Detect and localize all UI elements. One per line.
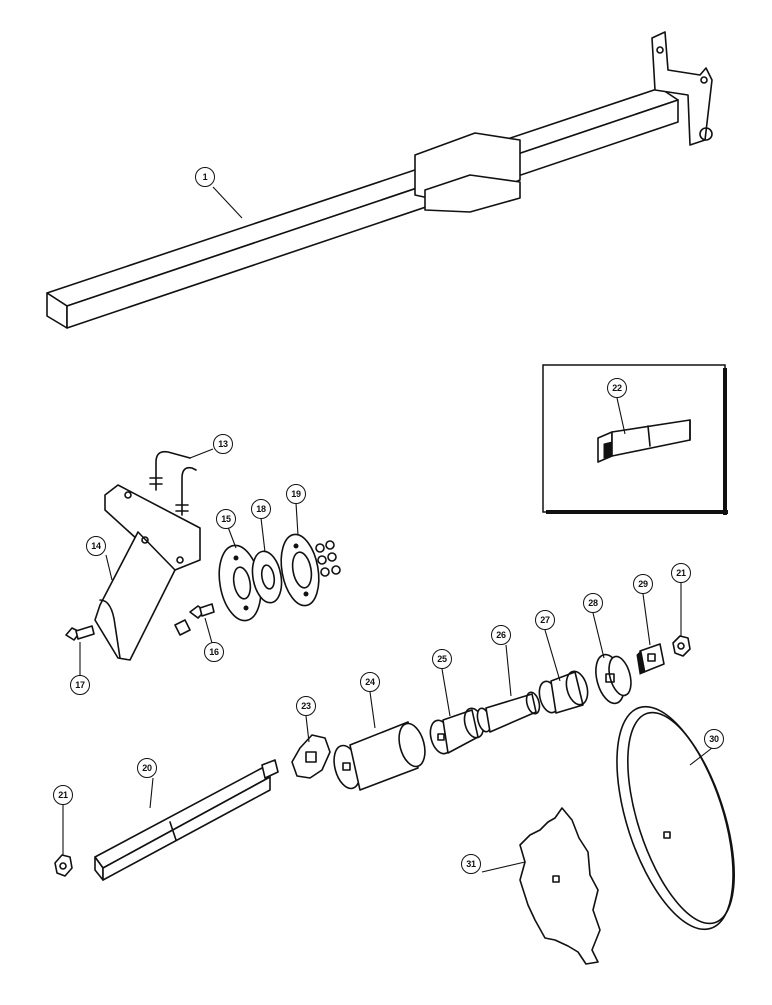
- part-14-bracket: [94, 484, 201, 661]
- part-17-bolt: [65, 625, 95, 641]
- part-30-plain-disc: [616, 705, 735, 931]
- callout-22: 22: [607, 378, 627, 398]
- callout-25: 25: [432, 649, 452, 669]
- callout-21-right: 21: [671, 563, 691, 583]
- part-26-tube: [476, 691, 541, 733]
- part-19-flange: [280, 533, 320, 607]
- part-22-bolt: [597, 419, 691, 463]
- callout-26: 26: [491, 625, 511, 645]
- callout-30: 30: [704, 729, 724, 749]
- callout-14: 14: [86, 536, 106, 556]
- part-21-nut-right: [672, 635, 691, 657]
- part-15-flange: [218, 544, 262, 622]
- leader-lines: [62, 186, 713, 873]
- inset-box: [542, 364, 728, 515]
- part-1-frame-bar: [46, 31, 713, 329]
- callout-17: 17: [70, 675, 90, 695]
- callout-27: 27: [535, 610, 555, 630]
- callout-15: 15: [216, 509, 236, 529]
- part-28-hub: [595, 653, 632, 705]
- callout-29: 29: [633, 574, 653, 594]
- callout-1: 1: [195, 167, 215, 187]
- part-21-nut-left: [54, 854, 73, 877]
- part-27-bushing: [538, 670, 589, 714]
- part-18-bearing: [251, 550, 283, 604]
- nuts-group: [315, 540, 341, 577]
- callout-20: 20: [137, 758, 157, 778]
- callout-23: 23: [296, 696, 316, 716]
- callout-21-left: 21: [53, 785, 73, 805]
- part-24-spool: [333, 721, 426, 791]
- callout-28: 28: [583, 593, 603, 613]
- callout-13: 13: [213, 434, 233, 454]
- callout-19: 19: [286, 484, 306, 504]
- part-20-axle-shaft: [94, 759, 279, 881]
- callout-16: 16: [204, 642, 224, 662]
- callout-31: 31: [461, 854, 481, 874]
- part-23-star-washer: [291, 734, 331, 779]
- callout-18: 18: [251, 499, 271, 519]
- part-16-bolt: [189, 603, 215, 619]
- part-29-square-washer: [636, 643, 665, 675]
- part-13-u-bolt: [149, 450, 197, 516]
- callout-24: 24: [360, 672, 380, 692]
- part-31-notched-disc: [519, 807, 601, 965]
- part-25-sleeve: [429, 707, 485, 755]
